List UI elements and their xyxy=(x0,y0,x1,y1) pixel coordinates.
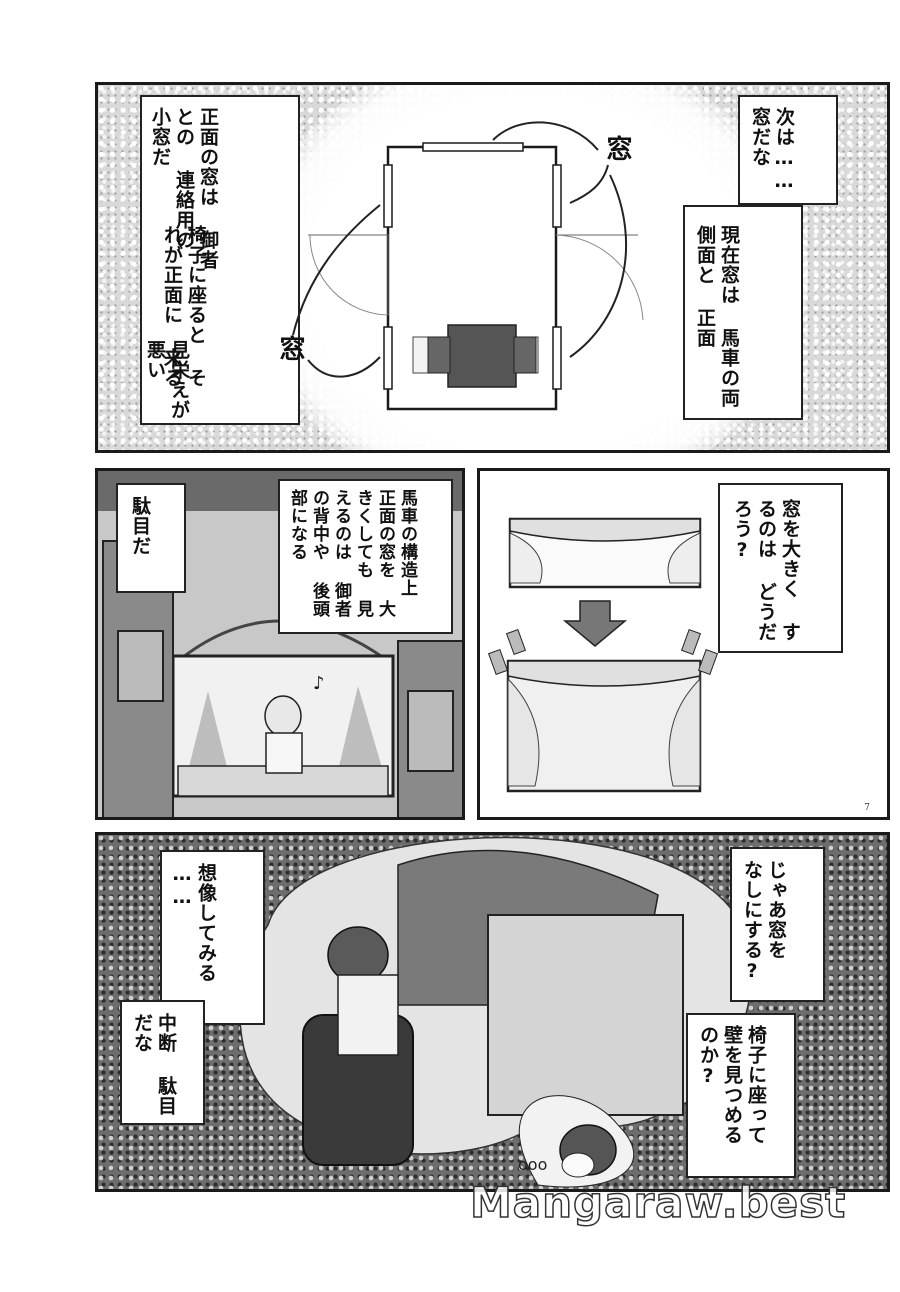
caption-box-imagine xyxy=(160,850,265,1025)
panel-window-diagram: 正面の窓は 御者との 連絡用の 小窓だ 椅子に座ると それが正面に 来る 見栄え… xyxy=(95,82,890,453)
caption-no-window: じゃあ窓を なしにする? xyxy=(741,860,787,983)
music-note-icon: ♪ xyxy=(313,673,325,694)
label-window-bottom: 窓 xyxy=(275,335,305,362)
label-window-top: 窓 xyxy=(602,135,632,162)
caption-box-abort xyxy=(120,1000,205,1125)
caption-stare-wall: 椅子に座って 壁を見つめる のか? xyxy=(697,1025,767,1145)
caption-box-stare-wall xyxy=(686,1013,796,1178)
caption-front-window: 正面の窓は 御者との 連絡用の 小窓だ xyxy=(149,107,219,270)
caption-bigger-window: 窓を大きく するのは どうだろう? xyxy=(731,499,801,642)
caption-abort: 中断 駄目だな xyxy=(131,1013,177,1116)
caption-box-front-window xyxy=(140,95,300,425)
window-enlarge-illustration xyxy=(487,517,719,793)
site-watermark: Mangaraw.best xyxy=(469,1177,847,1228)
caption-carriage-structure: 馬車の構造上 正面の窓を 大きくしても 見えるのは 御者の背中や 後頭部になる xyxy=(287,489,417,618)
caption-imagine: 想像してみる …… xyxy=(171,863,217,983)
caption-box-no-window xyxy=(730,847,825,1002)
caption-box-next-window xyxy=(738,95,838,205)
caption-box-bigger-window xyxy=(718,483,843,653)
page-number: 7 xyxy=(864,803,870,813)
caption-box-current-windows xyxy=(683,205,803,420)
caption-next-window: 次は…… 窓だな xyxy=(749,107,795,193)
panel-imagine-no-window: ooo 想像してみる …… 中断 駄目だな じゃあ窓を なしにする? 椅子に座っ… xyxy=(95,832,890,1192)
caption-box-carriage-structure xyxy=(278,479,453,634)
panel-bigger-window: 窓を大きく するのは どうだろう? xyxy=(477,468,890,820)
caption-bad-look: 見栄えが 悪い xyxy=(144,340,190,420)
caption-no-good: 駄目だ xyxy=(129,496,151,556)
caption-chair-facing: 椅子に座ると それが正面に 来る xyxy=(161,225,207,388)
thought-bubble-illustration: ooo xyxy=(239,836,753,1188)
carriage-floor-plan xyxy=(292,121,644,411)
svg-text:ooo: ooo xyxy=(518,1155,547,1174)
panel-driver-view: ♪ 駄目だ 馬車の構造上 正面の窓を 大きくしても 見えるのは 御者の背中や 後… xyxy=(95,468,465,820)
caption-box-no-good xyxy=(116,483,186,593)
caption-current-windows: 現在窓は 馬車の両側面と 正面 xyxy=(694,225,740,408)
